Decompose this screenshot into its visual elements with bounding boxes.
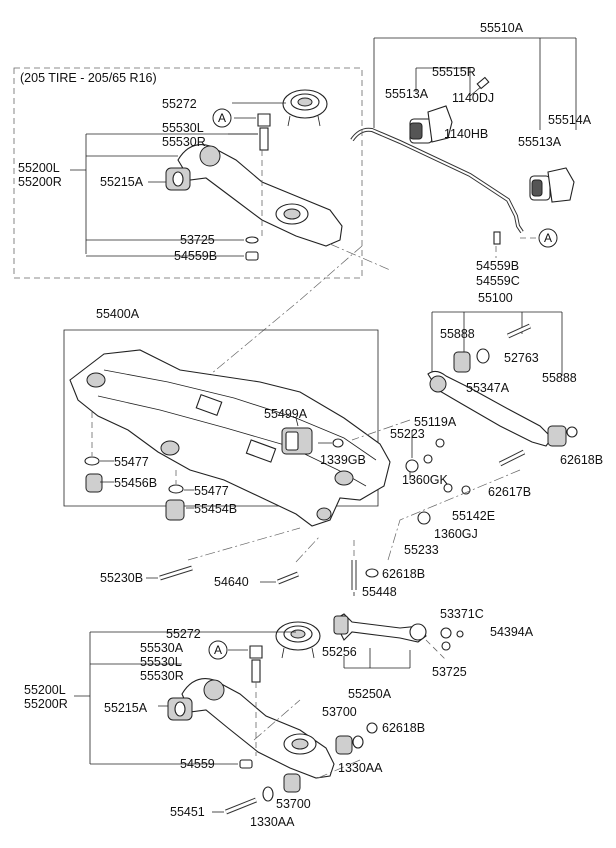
label-1140DJ: 1140DJ [452, 91, 494, 105]
label-53725-2: 53725 [432, 665, 467, 679]
svg-text:A: A [214, 643, 222, 657]
label-54394A: 54394A [490, 625, 534, 639]
tire-note: (205 TIRE - 205/65 R16) [20, 71, 157, 85]
crossmember-group [63, 329, 391, 527]
label-62617B: 62617B [488, 485, 531, 499]
label-55454B: 55454B [194, 502, 237, 516]
tire-variant-box [13, 67, 363, 279]
label-55477-2: 55477 [194, 484, 229, 498]
label-54559: 54559 [180, 757, 215, 771]
label-55250A: 55250A [348, 687, 392, 701]
label-1360GJ: 1360GJ [434, 527, 478, 541]
label-55888-1: 55888 [440, 327, 475, 341]
bushing-55456B [85, 473, 103, 493]
label-53371C: 53371C [440, 607, 484, 621]
lower-arm-group [74, 613, 464, 815]
bracket-55515R [427, 105, 453, 143]
label-54640: 54640 [214, 575, 249, 589]
label-55530A: 55530A [140, 641, 184, 655]
variant-border [13, 67, 363, 279]
label-53700-2: 53700 [276, 797, 311, 811]
label-55230B: 55230B [100, 571, 143, 585]
label-55200R-2: 55200R [24, 697, 68, 711]
svg-text:A: A [544, 231, 552, 245]
label-55513A-1: 55513A [385, 87, 429, 101]
label-55510A: 55510A [480, 21, 524, 35]
label-55100: 55100 [478, 291, 513, 305]
label-55215A-1: 55215A [100, 175, 144, 189]
bracket-55514A [547, 167, 575, 203]
label-55200L-2: 55200L [24, 683, 66, 697]
svg-text:A: A [218, 111, 226, 125]
nut-54559B [493, 231, 501, 245]
label-1339GB: 1339GB [320, 453, 366, 467]
callout-a-2: A [538, 228, 558, 248]
label-55119A: 55119A [414, 415, 457, 429]
label-62618B-2: 62618B [382, 567, 425, 581]
label-55347A: 55347A [466, 381, 510, 395]
label-55515R: 55515R [432, 65, 476, 79]
label-53700-1: 53700 [322, 705, 357, 719]
label-55142E: 55142E [452, 509, 495, 523]
label-55888-2: 55888 [542, 371, 577, 385]
link-55250A [333, 613, 427, 643]
label-55514A: 55514A [548, 113, 592, 127]
label-52763: 52763 [504, 351, 539, 365]
stabilizer-group [350, 37, 577, 258]
bolts-group [146, 527, 379, 596]
label-1330AA-1: 1330AA [338, 761, 383, 775]
label-55499A: 55499A [264, 407, 308, 421]
label-55223: 55223 [390, 427, 425, 441]
label-55456B: 55456B [114, 476, 157, 490]
label-55200L-1: 55200L [18, 161, 60, 175]
crossmember-55400A [69, 349, 391, 527]
label-55513A-2: 55513A [518, 135, 562, 149]
bushing-55454B [165, 499, 185, 521]
label-55272-1: 55272 [162, 97, 197, 111]
label-62618B-3: 62618B [382, 721, 425, 735]
label-1330AA-2: 1330AA [250, 815, 295, 829]
label-55530R-1: 55530R [162, 135, 206, 149]
label-55530L-2: 55530L [140, 655, 182, 669]
label-55256: 55256 [322, 645, 357, 659]
label-62618B-1: 62618B [560, 453, 603, 467]
label-55400A: 55400A [96, 307, 140, 321]
callout-a-1: A [212, 108, 232, 128]
label-55530R-2: 55530R [140, 669, 184, 683]
callout-a-3: A [208, 640, 228, 660]
label-1360GK: 1360GK [402, 473, 449, 487]
label-54559C: 54559C [476, 274, 520, 288]
label-55215A-2: 55215A [104, 701, 148, 715]
label-55477-1: 55477 [114, 455, 149, 469]
label-55272-2: 55272 [166, 627, 201, 641]
trailing-arm-group [351, 311, 578, 561]
label-53725-1: 53725 [180, 233, 215, 247]
label-54559B-2: 54559B [174, 249, 217, 263]
label-54559B-1: 54559B [476, 259, 519, 273]
trailing-arm-55100 [427, 370, 553, 447]
label-1140HB: 1140HB [444, 127, 488, 141]
label-55200R-1: 55200R [18, 175, 62, 189]
label-55448: 55448 [362, 585, 397, 599]
label-55451: 55451 [170, 805, 205, 819]
label-55530L-1: 55530L [162, 121, 204, 135]
label-55233: 55233 [404, 543, 439, 557]
